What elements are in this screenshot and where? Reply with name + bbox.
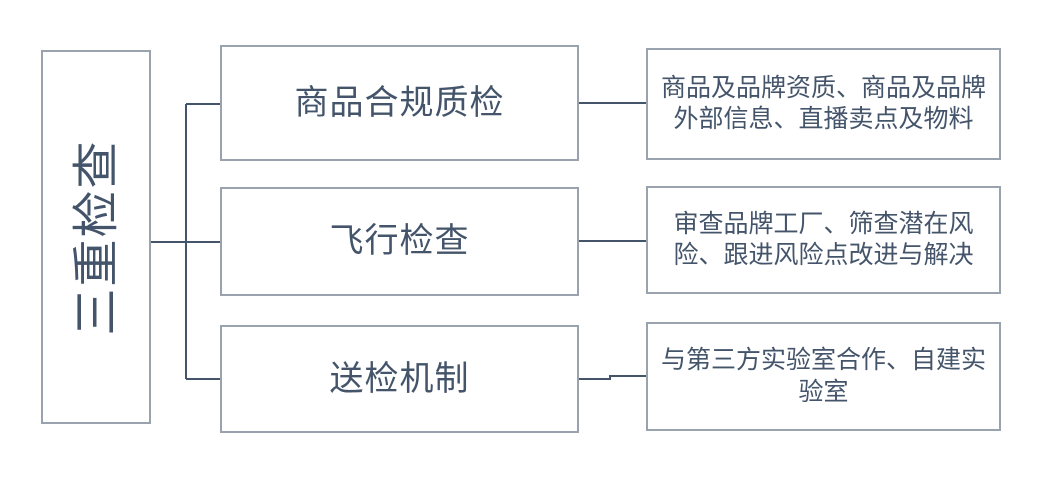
detail-node-3-label: 与第三方实验室合作、自建实验室 — [660, 346, 986, 406]
detail-node-2-label: 审查品牌工厂、筛查潜在风险、跟进风险点改进与解决 — [673, 209, 974, 270]
category-node-2-label: 飞行检查 — [329, 222, 470, 261]
category-node-1-label: 商品合规质检 — [294, 83, 505, 122]
detail-node-2: 审查品牌工厂、筛查潜在风险、跟进风险点改进与解决 — [646, 186, 1001, 294]
detail-node-1-label: 商品及品牌资质、商品及品牌外部信息、直播卖点及物料 — [660, 73, 986, 134]
connector-cat-2-to-det-2 — [579, 375, 646, 380]
category-node-3-label: 送检机制 — [329, 359, 470, 398]
root-node-label: 三重检查 — [69, 139, 123, 335]
category-node-1: 商品合规质检 — [220, 45, 579, 161]
detail-node-3: 与第三方实验室合作、自建实验室 — [646, 322, 1001, 431]
category-node-2: 飞行检查 — [220, 187, 579, 296]
category-node-3: 送检机制 — [220, 325, 579, 433]
root-node-title: 三重检查 — [41, 50, 151, 424]
detail-node-1: 商品及品牌资质、商品及品牌外部信息、直播卖点及物料 — [646, 48, 1001, 160]
